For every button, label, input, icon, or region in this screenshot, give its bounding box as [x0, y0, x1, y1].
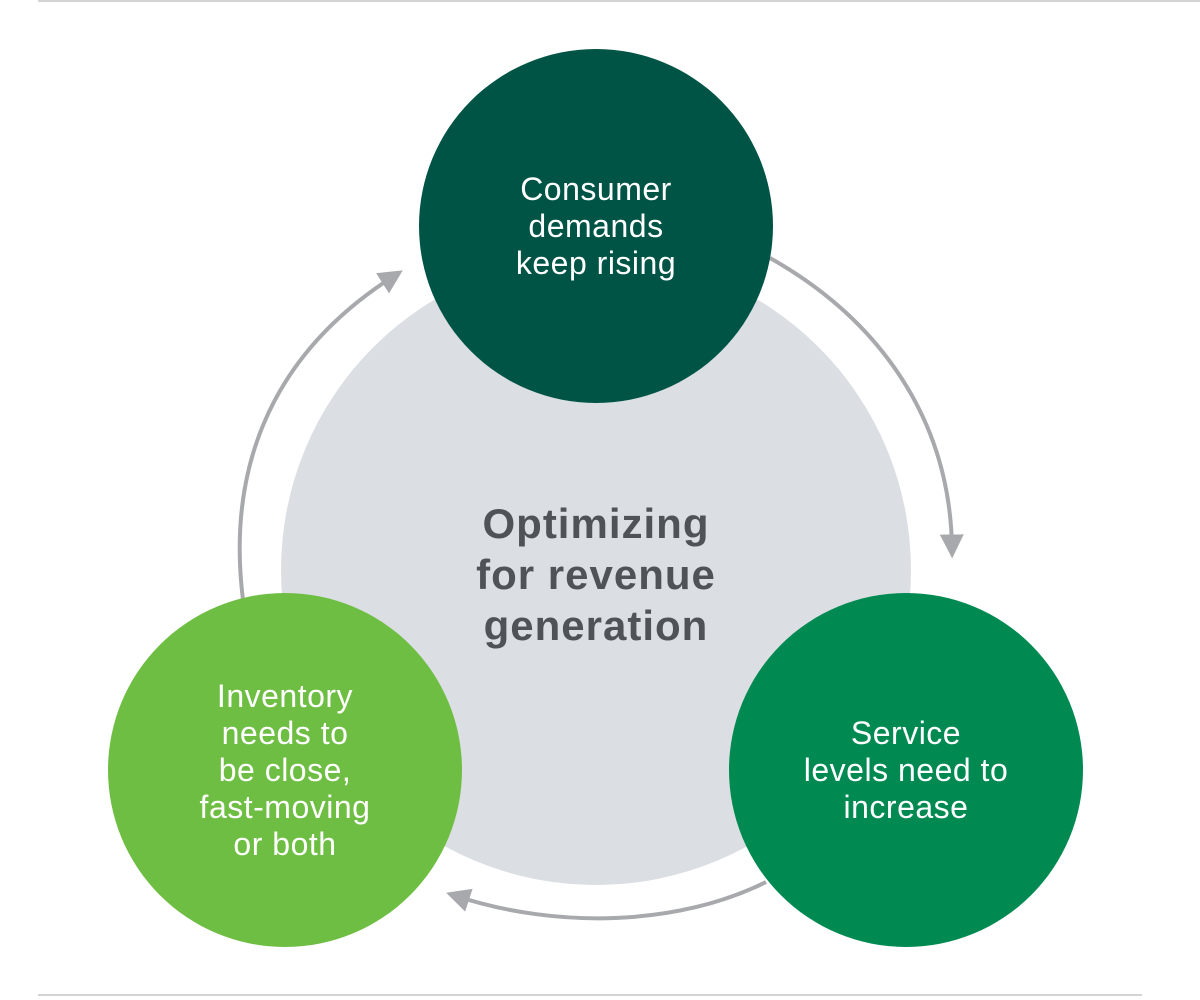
center-label: Optimizing for revenue generation	[476, 499, 716, 649]
arrow-inventory-to-consumer	[237, 270, 403, 601]
node-service-levels: Service levels need to increase	[729, 593, 1083, 947]
node-consumer-demands: Consumer demands keep rising	[419, 49, 773, 403]
arrow-consumer-to-service	[769, 256, 964, 559]
top-divider	[38, 0, 1200, 2]
node-service-levels-label: Service levels need to increase	[803, 714, 1009, 825]
bottom-divider	[38, 994, 1142, 996]
node-inventory-label: Inventory needs to be close, fast-moving…	[199, 677, 371, 862]
node-inventory: Inventory needs to be close, fast-moving…	[108, 593, 462, 947]
arrow-service-to-inventory	[446, 880, 767, 921]
node-consumer-demands-label: Consumer demands keep rising	[515, 170, 677, 281]
